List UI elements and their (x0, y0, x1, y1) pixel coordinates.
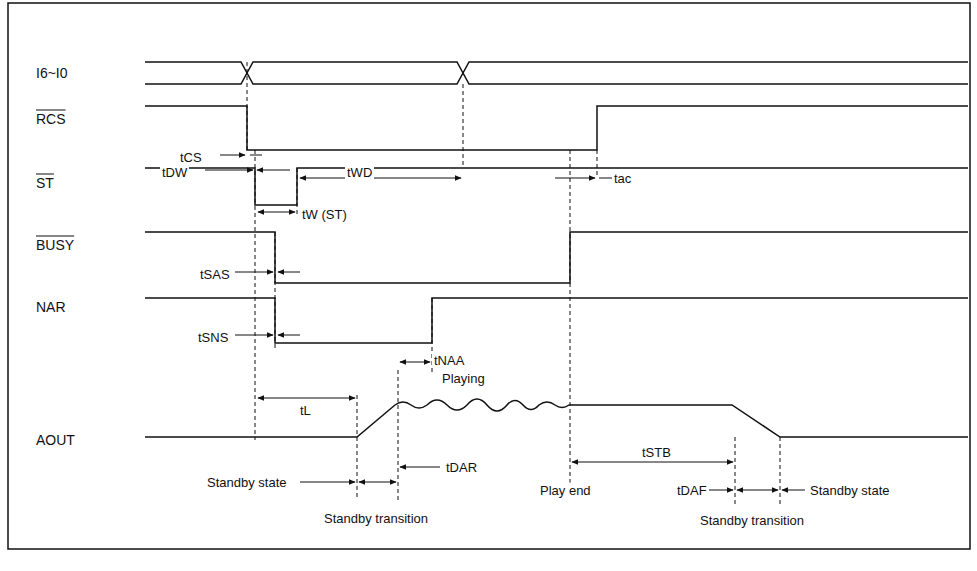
timing-param: tSTB (640, 445, 673, 460)
signal-name: BUSY (34, 238, 76, 253)
timing-param: tW (ST) (300, 207, 349, 222)
timing-param: tCS (178, 150, 204, 165)
signal-name: AOUT (34, 433, 77, 448)
signal-name: I6~I0 (34, 66, 70, 81)
state-label: Play end (538, 483, 593, 498)
signal-name: RCS (34, 112, 68, 127)
state-label: Standby state (808, 483, 892, 498)
state-label: Playing (440, 371, 487, 386)
timing-param: tL (298, 403, 313, 418)
signal-name: ST (34, 176, 56, 191)
timing-param: tSAS (198, 267, 232, 282)
state-label: Standby transition (322, 511, 430, 526)
state-label: Standby state (205, 475, 289, 490)
timing-param: tSNS (196, 330, 230, 345)
timing-param: tac (612, 171, 633, 186)
timing-param: tDW (160, 165, 189, 180)
timing-param: tNAA (432, 353, 466, 368)
timing-param: tWD (345, 165, 374, 180)
state-label: Standby transition (698, 513, 806, 528)
timing-param: tDAF (675, 483, 709, 498)
timing-param: tDAR (444, 460, 479, 475)
signal-name: NAR (34, 300, 68, 315)
